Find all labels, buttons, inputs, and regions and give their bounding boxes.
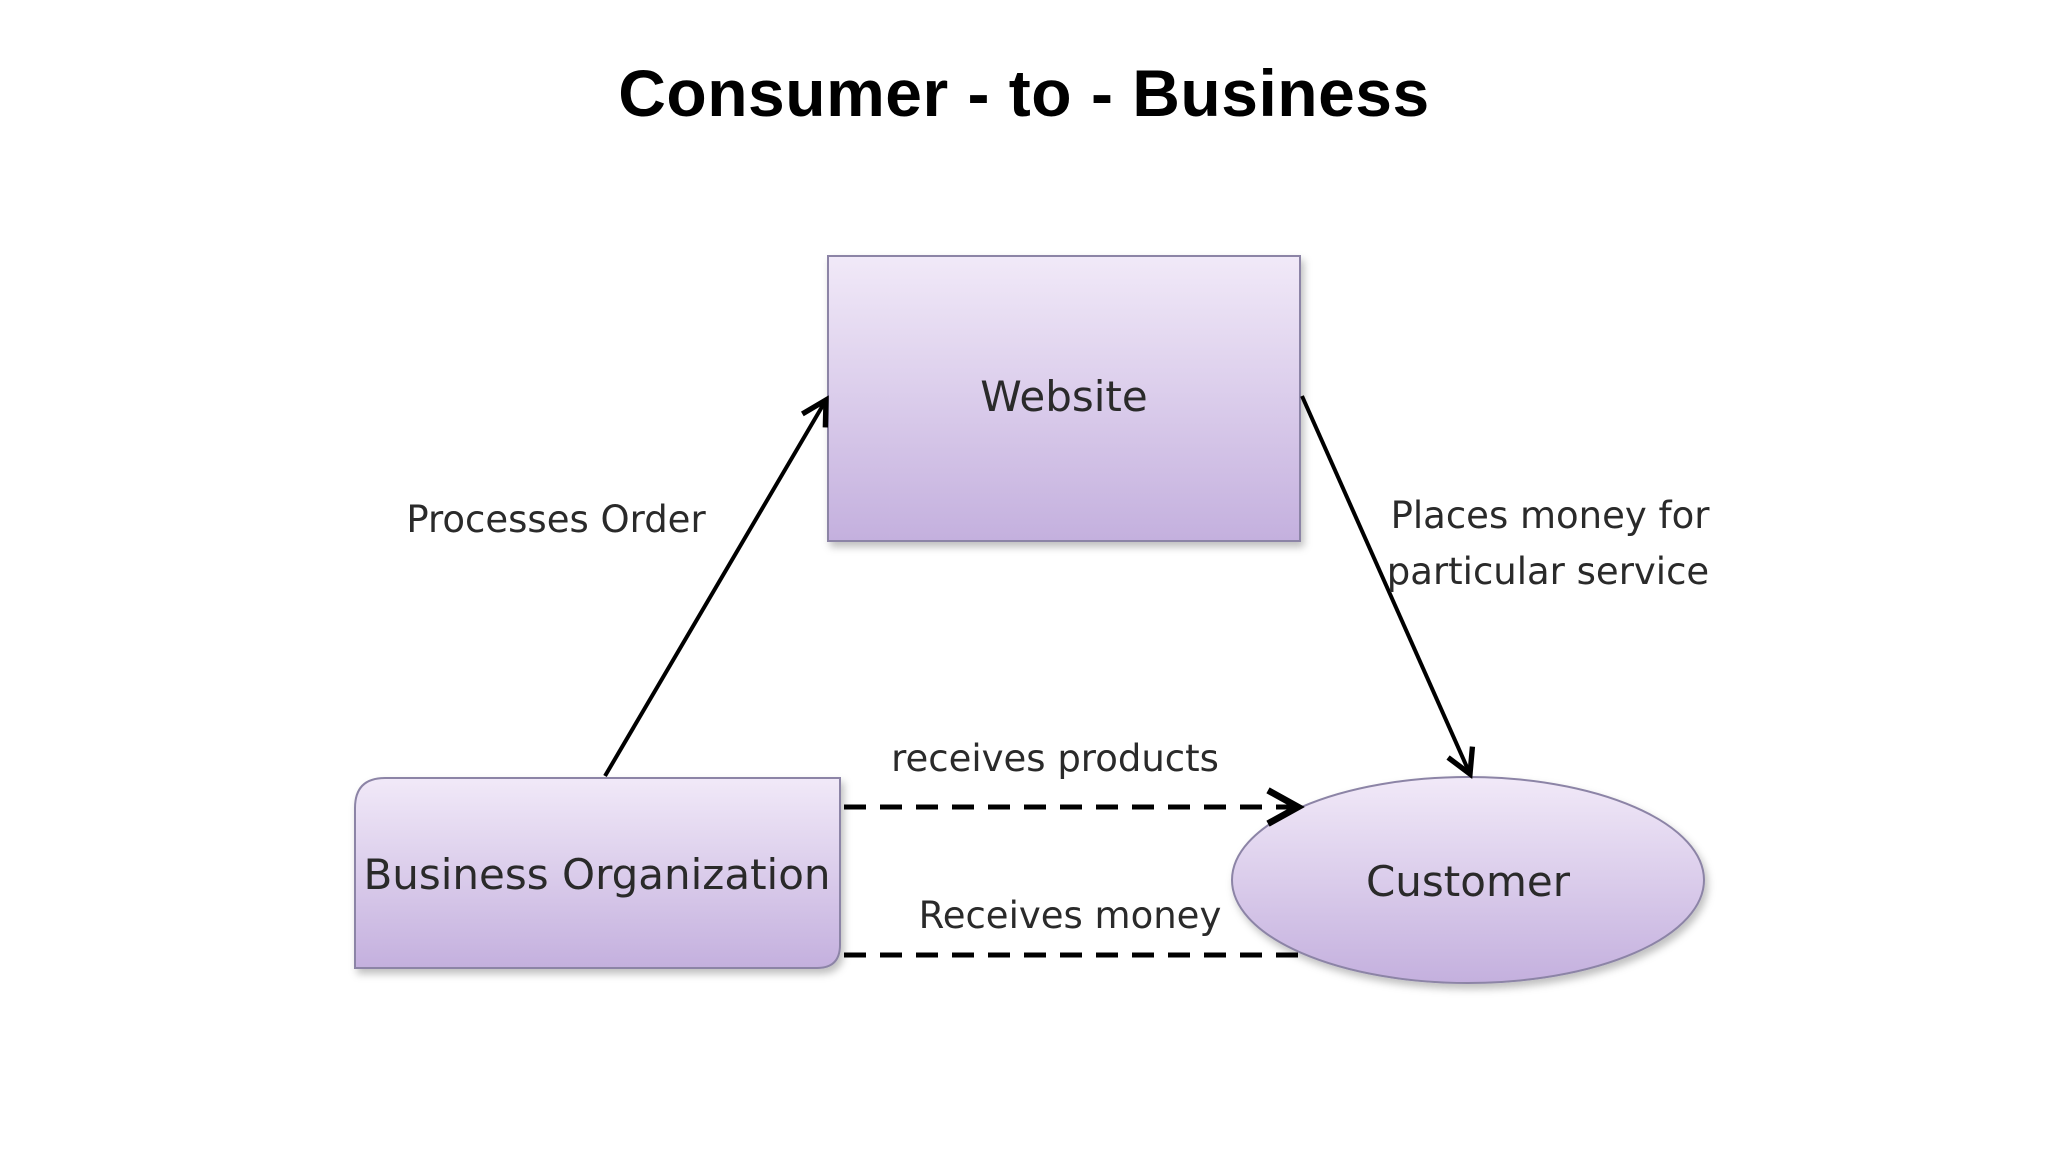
- business-organization-label: Business Organization: [363, 850, 830, 899]
- customer-label: Customer: [1366, 857, 1571, 906]
- receives-products-label: receives products: [891, 737, 1219, 780]
- places-money-label-line1: Places money for: [1391, 494, 1711, 537]
- business-organization-node: Business Organization: [354, 777, 841, 969]
- customer-node: Customer: [1231, 776, 1705, 984]
- processes-order-label: Processes Order: [406, 498, 706, 541]
- receives-money-label: Receives money: [919, 894, 1222, 937]
- business-organization-box: [354, 777, 841, 969]
- processes-order-arrow: [603, 400, 826, 778]
- website-box: [827, 255, 1301, 542]
- website-node: Website: [827, 255, 1301, 542]
- page-title: Consumer - to - Business: [618, 56, 1430, 130]
- places-money-label-line2: particular service: [1387, 550, 1709, 593]
- places-money-arrow: [1300, 395, 1470, 774]
- website-label: Website: [980, 372, 1147, 421]
